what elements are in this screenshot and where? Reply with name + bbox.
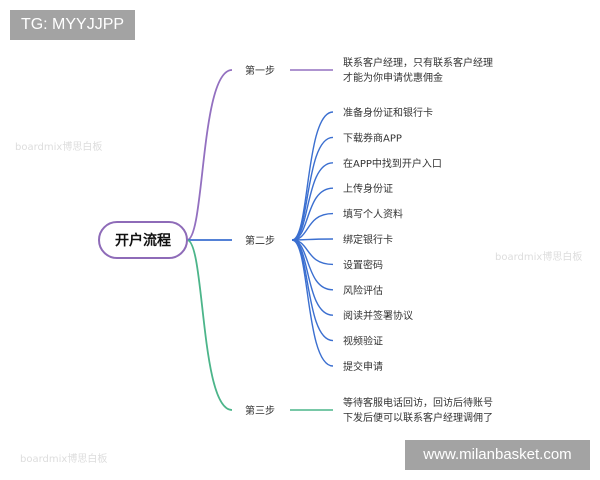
connector-line: [291, 239, 334, 367]
connector-line: [291, 162, 334, 241]
connector-line: [186, 69, 233, 241]
step-3-detail: 下发后便可以联系客户经理调佣了: [343, 411, 493, 424]
connector-line: [291, 136, 334, 241]
watermark: boardmix博思白板: [495, 250, 582, 263]
step-2-item[interactable]: 绑定银行卡: [343, 233, 393, 246]
connector-line: [291, 239, 334, 316]
step-1-detail: 联系客户经理，只有联系客户经理: [343, 56, 493, 69]
step-1-label[interactable]: 第一步: [245, 64, 275, 77]
step-2-item[interactable]: 上传身份证: [343, 182, 393, 195]
root-node[interactable]: [98, 221, 188, 259]
step-1-detail: 才能为你申请优惠佣金: [343, 71, 443, 84]
step-3-detail: 等待客服电话回访，回访后待账号: [343, 396, 493, 409]
step-2-item[interactable]: 提交申请: [343, 360, 383, 373]
step-2-item[interactable]: 准备身份证和银行卡: [343, 106, 433, 119]
step-3-label[interactable]: 第三步: [245, 404, 275, 417]
watermark: boardmix博思白板: [15, 140, 102, 153]
tg-overlay: TG: MYYJJPP: [10, 10, 135, 40]
step-2-item[interactable]: 阅读并签署协议: [343, 309, 413, 322]
step-2-item[interactable]: 风险评估: [343, 284, 383, 297]
root-label: 开户流程: [115, 232, 171, 249]
step-2-item[interactable]: 视频验证: [343, 335, 383, 348]
site-overlay: www.milanbasket.com: [405, 440, 590, 470]
connector-line: [291, 111, 334, 241]
step-2-label[interactable]: 第二步: [245, 234, 275, 247]
step-2-item[interactable]: 下载券商APP: [343, 131, 402, 144]
connectors: [186, 69, 334, 411]
step-2-item[interactable]: 填写个人资料: [343, 208, 403, 221]
step-2-item[interactable]: 在APP中找到开户入口: [343, 157, 442, 170]
connector-line: [186, 239, 233, 411]
connector-line: [291, 212, 334, 241]
step-2-item[interactable]: 设置密码: [343, 258, 383, 271]
watermark: boardmix博思白板: [20, 452, 107, 465]
